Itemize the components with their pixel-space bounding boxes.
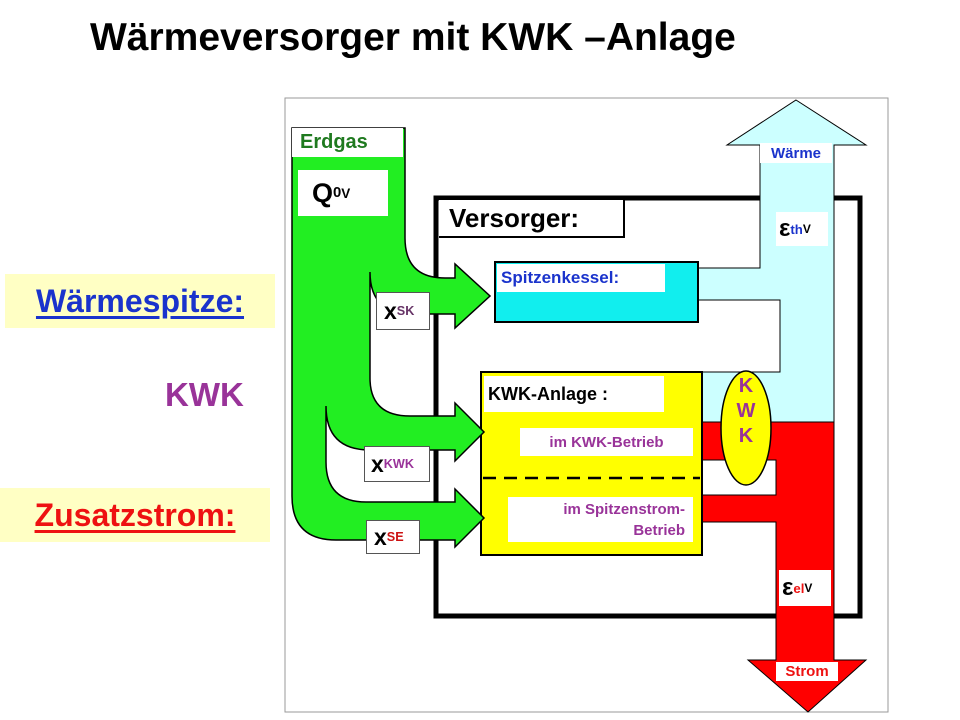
kwk-betrieb-text: im KWK-Betrieb	[549, 433, 664, 451]
waerme-flow-arrow	[697, 99, 868, 423]
strom-flow-arrow	[701, 421, 868, 713]
versorger-label: Versorger:	[439, 200, 625, 238]
erdgas-text: Erdgas	[300, 131, 368, 153]
spitzenkessel-text: Spitzenkessel:	[501, 268, 620, 287]
strom-text: Strom	[785, 663, 829, 680]
x-sk-sub: SK	[396, 304, 415, 318]
waermespitze-label-box: Wärmespitze:	[5, 274, 275, 328]
diagram-frame	[284, 97, 889, 713]
versorger-text: Versorger:	[449, 202, 580, 233]
erdgas-flow-arrows	[291, 127, 492, 549]
erdgas-label: Erdgas	[292, 128, 403, 157]
x-sk-base: x	[384, 297, 397, 324]
kwk-letter-1: K	[738, 375, 754, 397]
spitzenstrom-label: im Spitzenstrom- Betrieb	[508, 497, 693, 542]
zusatzstrom-label-box: Zusatzstrom:	[0, 488, 270, 542]
kwk-ellipse	[720, 370, 772, 486]
waerme-text: Wärme	[770, 144, 822, 162]
slide-title: Wärmeversorger mit KWK –Anlage	[90, 16, 736, 59]
x-se-base: x	[374, 523, 387, 550]
kwk-label: KWK	[165, 376, 244, 413]
eps-el-sup: V	[804, 581, 813, 595]
q0v-sub: 0	[333, 185, 342, 201]
spitzenstrom-line-1: im Spitzenstrom-	[563, 501, 685, 518]
kwk-anlage-text: KWK-Anlage :	[488, 383, 608, 404]
eps-th-sub: th	[790, 221, 803, 237]
kwk-anlage-label: KWK-Anlage :	[484, 376, 664, 412]
x-kwk-base: x	[371, 450, 384, 477]
kwk-letter-3: K	[738, 425, 754, 447]
eps-el-base: ε	[782, 574, 794, 601]
zusatzstrom-label: Zusatzstrom:	[34, 496, 236, 533]
q0v-base: Q	[312, 177, 334, 208]
spitzenstrom-line-2: Betrieb	[633, 522, 685, 539]
x-se-sub: SE	[386, 530, 404, 544]
eps-el-sub: el	[793, 580, 805, 596]
kwk-betrieb-label: im KWK-Betrieb	[520, 428, 693, 456]
waerme-label: Wärme	[760, 143, 832, 163]
eps-th-sup: V	[802, 222, 811, 236]
strom-label: Strom	[776, 662, 838, 681]
kwk-vertical-label: K W K	[721, 374, 771, 449]
spitzenkessel-label: Spitzenkessel:	[497, 264, 665, 292]
waermespitze-label: Wärmespitze:	[35, 282, 245, 319]
x-kwk-sub: KWK	[383, 457, 414, 471]
versorger-box	[433, 195, 863, 619]
kwk-letter-2: W	[736, 400, 756, 422]
q0v-sup: V	[341, 185, 351, 201]
eps-th-base: ε	[779, 215, 791, 242]
